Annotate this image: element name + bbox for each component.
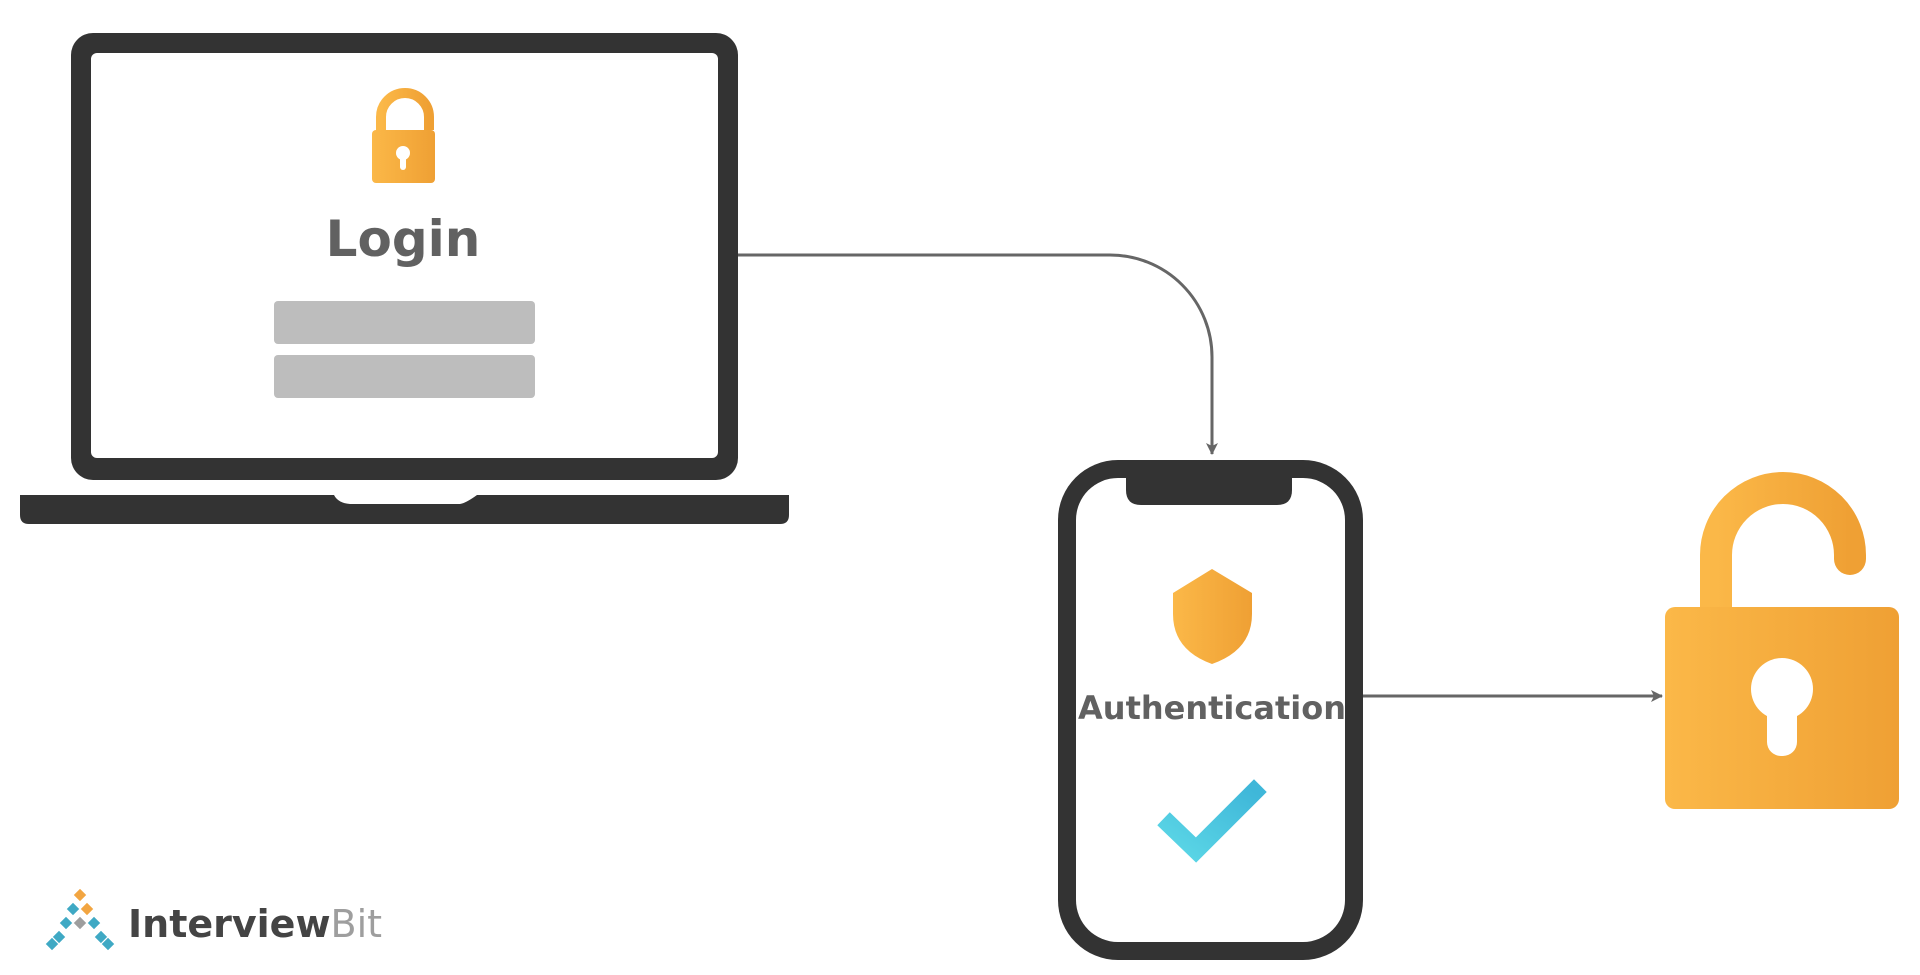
login-field-username [274, 301, 535, 344]
login-field-password [274, 355, 535, 398]
login-label: Login [326, 210, 481, 268]
logo-diamond [72, 915, 88, 931]
logo-diamond [72, 887, 88, 903]
logo-text-bit: Bit [331, 902, 383, 946]
logo-diamond [58, 915, 74, 931]
logo-diamond [44, 936, 60, 952]
logo-text: InterviewBit [128, 902, 382, 946]
logo-diamond [65, 929, 81, 945]
padlock-open-icon [1665, 472, 1899, 809]
arrow-laptop-to-phone [738, 253, 1218, 455]
phone-notch [1126, 470, 1292, 505]
laptop-base [20, 495, 789, 524]
padlock-closed-icon [372, 88, 435, 183]
authentication-label: Authentication [1078, 689, 1346, 727]
logo-diamond [65, 901, 81, 917]
phone-screen [1076, 478, 1345, 942]
shield-icon [1173, 569, 1252, 664]
phone: Authentication [1058, 460, 1363, 960]
logo-diamond [100, 936, 116, 952]
interviewbit-logo: InterviewBit [44, 887, 382, 952]
checkmark-icon [1157, 779, 1267, 863]
logo-diamond [79, 901, 95, 917]
logo-diamond [86, 915, 102, 931]
logo-diamond [79, 929, 95, 945]
logo-diamond-mark-icon [44, 887, 116, 952]
laptop-screen [91, 53, 718, 458]
laptop: Login [20, 33, 789, 524]
logo-text-interview: Interview [128, 902, 331, 946]
